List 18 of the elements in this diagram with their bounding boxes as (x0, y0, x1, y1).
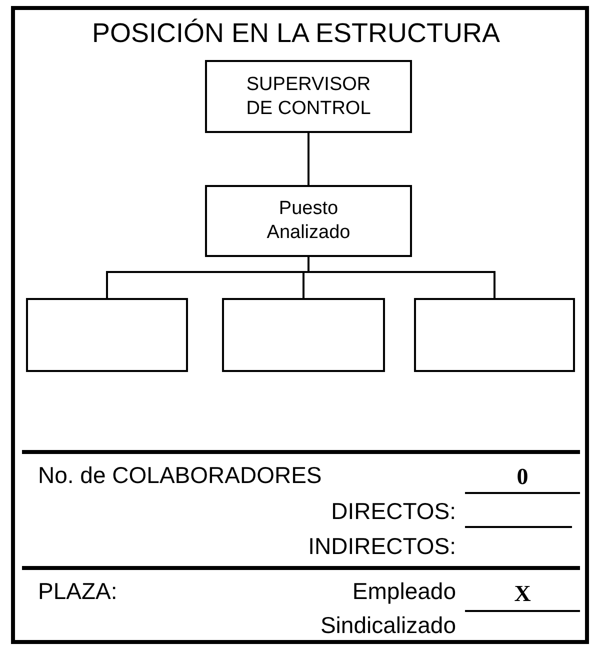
empty-position-box (26, 298, 188, 372)
field-label: No. de COLABORADORES (38, 462, 322, 488)
field-value: X (513, 581, 532, 607)
field-label: PLAZA: (38, 578, 118, 604)
field-label: INDIRECTOS: (308, 533, 456, 559)
connector-line (308, 133, 310, 185)
empty-position-box (222, 298, 385, 372)
position-box (205, 60, 412, 133)
position-title: Puesto Analizado (266, 197, 352, 245)
empty-position-box (414, 298, 575, 372)
field-label: Empleado (352, 578, 456, 604)
title: POSICIÓN EN LA ESTRUCTURA (90, 18, 502, 48)
position-box (205, 185, 412, 257)
field-label: DIRECTOS: (331, 498, 456, 524)
connector-line (308, 257, 496, 298)
field-value: 0 (516, 464, 530, 490)
field-label: Sindicalizado (320, 612, 456, 638)
position-title: SUPERVISOR DE CONTROL (245, 72, 372, 120)
